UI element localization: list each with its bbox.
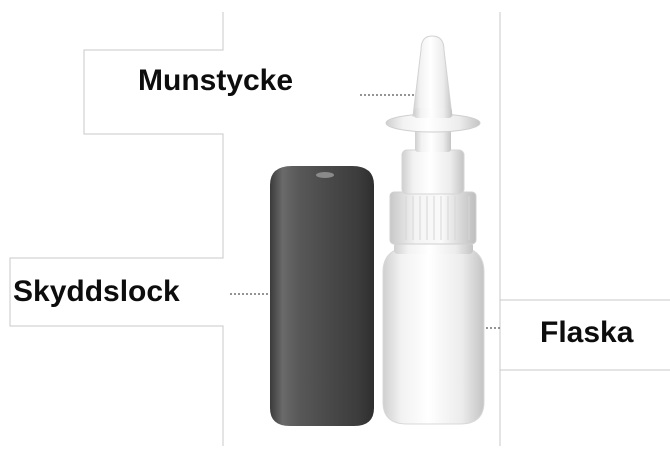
label-nozzle: Munstycke bbox=[138, 64, 293, 98]
bottle-illustration bbox=[383, 36, 484, 424]
cap-illustration bbox=[270, 166, 374, 426]
label-cap: Skyddslock bbox=[13, 275, 180, 309]
label-bottle: Flaska bbox=[540, 316, 633, 350]
